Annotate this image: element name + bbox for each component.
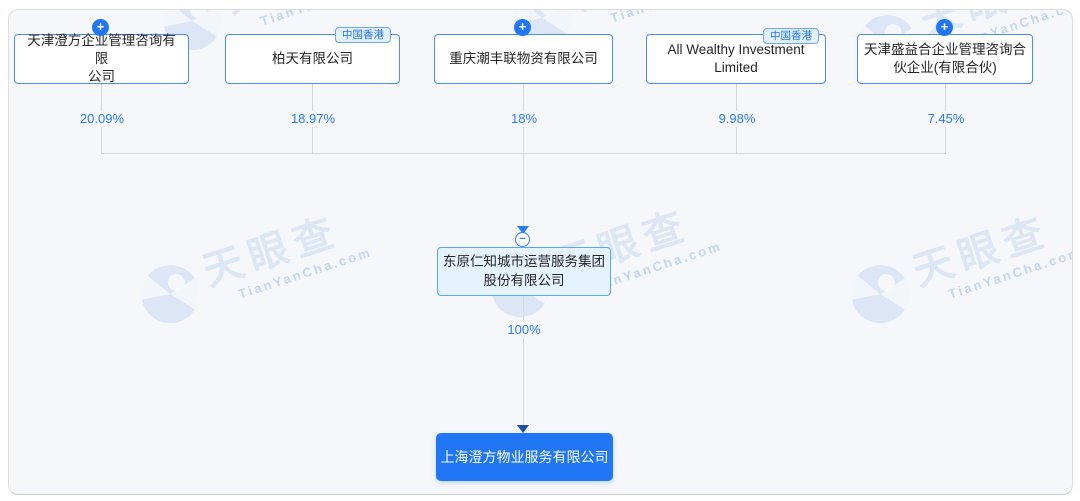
company-name: All Wealthy Investment Limited — [667, 41, 805, 75]
ownership-percent-label: 100% — [503, 322, 545, 338]
shareholder-box[interactable]: All Wealthy Investment Limited — [646, 34, 826, 84]
expand-badge-icon[interactable]: + — [92, 19, 109, 36]
watermark-domain-text: TianYanCha.com — [608, 10, 745, 26]
shareholder-box[interactable]: 天津澄方企业管理咨询有限 公司 — [14, 32, 189, 85]
region-tag: 中国香港 — [335, 27, 391, 43]
tianyancha-logo-icon — [843, 257, 917, 331]
shareholder-box[interactable]: 重庆潮丰联物资有限公司 — [434, 34, 613, 84]
region-tag: 中国香港 — [763, 28, 819, 44]
watermark-brand-text: 天眼查 — [220, 10, 390, 21]
expand-badge-icon[interactable]: + — [514, 19, 531, 36]
company-name: 东原仁知城市运营服务集团 股份有限公司 — [443, 254, 605, 288]
company-name: 天津澄方企业管理咨询有限 公司 — [27, 32, 176, 85]
watermark-domain-text: TianYanCha.com — [258, 10, 395, 29]
connector-line — [523, 294, 524, 427]
tianyancha-logo-icon — [133, 257, 207, 331]
ownership-percent-label: 18.97% — [286, 111, 340, 127]
collapse-badge-icon[interactable]: − — [515, 232, 530, 247]
target-company-box[interactable]: 上海澄方物业服务有限公司 — [436, 433, 613, 481]
watermark-brand-text: 天眼查 — [570, 10, 740, 18]
company-name: 重庆潮丰联物资有限公司 — [449, 50, 598, 66]
company-name: 上海澄方物业服务有限公司 — [440, 448, 609, 465]
arrow-down-icon — [517, 425, 529, 433]
focus-company-box[interactable]: 东原仁知城市运营服务集团 股份有限公司 — [437, 247, 611, 296]
watermark-brand-text: 天眼查 — [197, 209, 346, 295]
ownership-percent-label: 7.45% — [923, 111, 969, 127]
shareholder-box[interactable]: 天津盛益合企业管理咨询合 伙企业(有限合伙) — [857, 34, 1033, 84]
ownership-percent-label: 9.98% — [714, 111, 760, 127]
watermark-brand-text: 天眼查 — [907, 209, 1056, 295]
watermark-domain-text: TianYanCha.com — [236, 244, 374, 302]
expand-badge-icon[interactable]: + — [936, 19, 953, 36]
company-name: 柏天有限公司 — [272, 50, 353, 66]
connector-line — [523, 153, 524, 229]
ownership-percent-label: 18% — [506, 111, 542, 127]
watermark-domain-text: TianYanCha.com — [946, 244, 1073, 302]
company-name: 天津盛益合企业管理咨询合 伙企业(有限合伙) — [864, 41, 1026, 75]
ownership-percent-label: 20.09% — [75, 111, 129, 127]
arrow-down-icon — [517, 226, 529, 234]
